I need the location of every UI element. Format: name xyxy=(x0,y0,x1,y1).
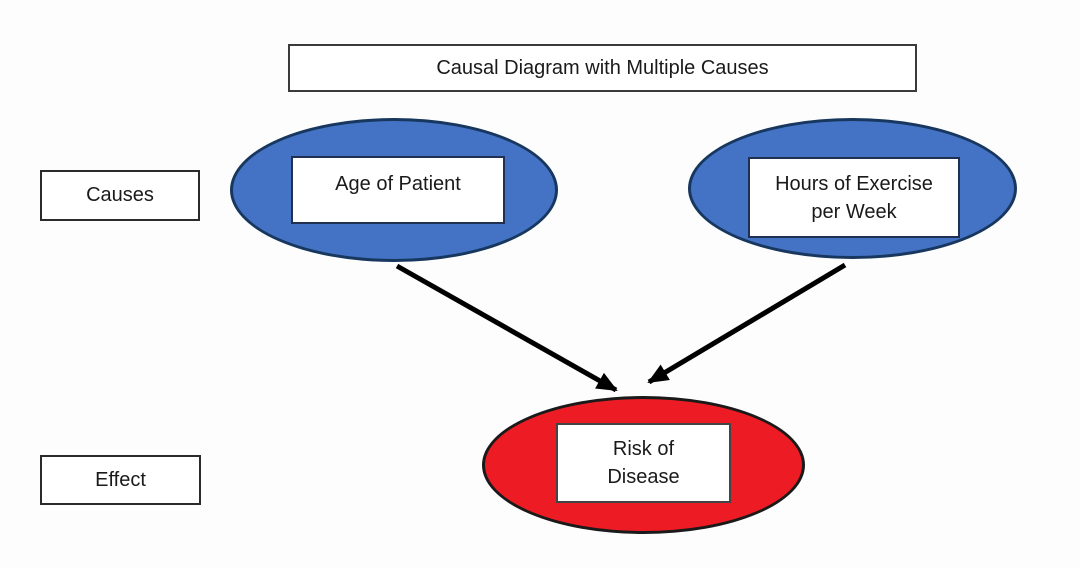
node-exercise-label: Hours of Exercise per Week xyxy=(775,172,933,223)
node-risk-of-disease: Risk of Disease xyxy=(482,396,805,534)
node-risk-label-box: Risk of Disease xyxy=(556,423,731,503)
causes-label: Causes xyxy=(86,184,154,206)
arrow-age-to-risk xyxy=(395,263,618,393)
causes-label-box: Causes xyxy=(40,170,200,221)
node-age-of-patient: Age of Patient xyxy=(230,118,558,262)
node-exercise-label-box: Hours of Exercise per Week xyxy=(748,157,960,238)
node-hours-of-exercise: Hours of Exercise per Week xyxy=(688,118,1017,259)
node-risk-label: Risk of Disease xyxy=(607,438,680,488)
node-age-label: Age of Patient xyxy=(335,173,461,195)
node-age-label-box: Age of Patient xyxy=(291,156,505,224)
diagram-title-box: Causal Diagram with Multiple Causes xyxy=(288,44,917,92)
diagram-title: Causal Diagram with Multiple Causes xyxy=(436,56,769,79)
effect-label: Effect xyxy=(95,468,146,491)
arrow-exercise-to-risk xyxy=(647,262,847,385)
effect-label-box: Effect xyxy=(40,455,201,505)
